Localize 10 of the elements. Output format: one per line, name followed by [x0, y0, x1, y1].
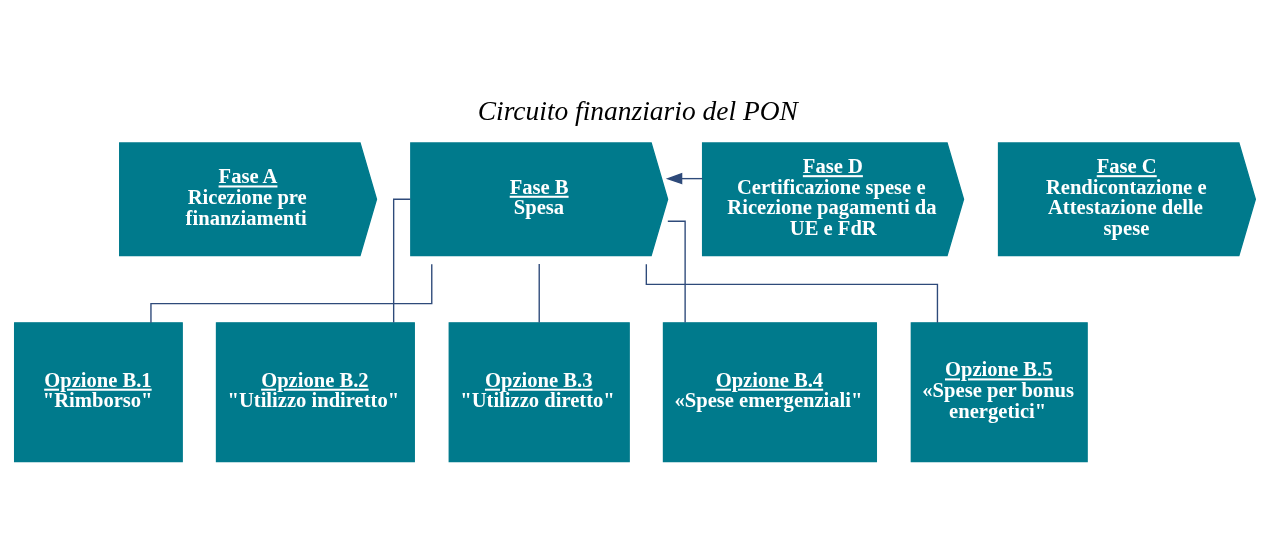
connector	[150, 263, 433, 324]
node-box: Opzione B.2 "Utilizzo indiretto"	[215, 322, 415, 463]
connector	[645, 263, 939, 324]
node-box: Opzione B.3 "Utilizzo diretto"	[448, 322, 630, 463]
node-box: Opzione B.5 «Spese per bonus energetici"	[910, 322, 1088, 463]
diagram-title: Circuito finanziario del PON	[477, 95, 798, 126]
arrow	[665, 172, 704, 185]
node-box: Opzione B.1 "Rimborso"	[13, 322, 183, 463]
connector	[538, 263, 540, 324]
node-box: Opzione B.4 «Spese emergenziali"	[662, 322, 878, 463]
